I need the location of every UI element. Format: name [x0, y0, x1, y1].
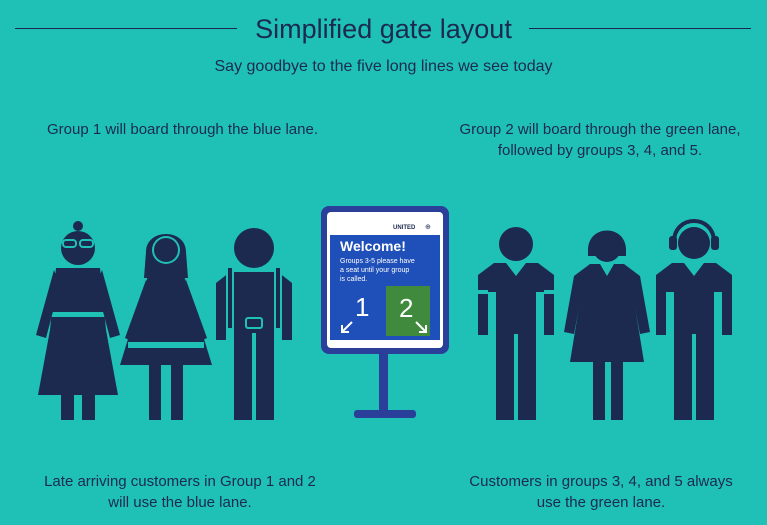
- woman-jacket-icon: [564, 230, 650, 420]
- caption-group2: Group 2 will board through the green lan…: [459, 121, 741, 159]
- gate-sign: UNITED ⊕ Welcome! Groups 3-5 please have…: [321, 206, 449, 418]
- man-backpack-icon: [216, 228, 292, 420]
- page-title: Simplified gate layout: [255, 14, 512, 44]
- title-row: Simplified gate layout: [0, 10, 767, 50]
- sign-lane-blue: 1: [355, 292, 369, 322]
- arrow-down-right-icon: [415, 321, 427, 333]
- sign-lane-green: 2: [399, 293, 413, 323]
- caption-group1: Group 1 will board through the blue lane…: [46, 121, 318, 138]
- man-headphones-icon: [656, 219, 732, 420]
- caption-green-lane: Customers in groups 3, 4, and 5 always u…: [469, 473, 733, 511]
- title-rule-left: [15, 28, 237, 29]
- page-subtitle: Say goodbye to the five long lines we se…: [214, 58, 553, 75]
- sign-message-1: Groups 3-5 please have: [340, 258, 415, 265]
- woman-dress-icon: [120, 234, 212, 420]
- man-icon: [478, 227, 554, 420]
- title-rule-right: [529, 28, 751, 29]
- woman-glasses-icon: [36, 221, 120, 420]
- arrow-down-left-icon: [341, 321, 353, 333]
- sign-welcome: Welcome!: [340, 238, 406, 254]
- sign-message-3: is called.: [340, 276, 367, 283]
- sign-brand: UNITED: [393, 225, 416, 231]
- sign-message-2: a seat until your group: [340, 267, 409, 274]
- caption-late-arrivals: Late arriving customers in Group 1 and 2…: [44, 473, 316, 511]
- globe-icon: ⊕: [425, 224, 431, 231]
